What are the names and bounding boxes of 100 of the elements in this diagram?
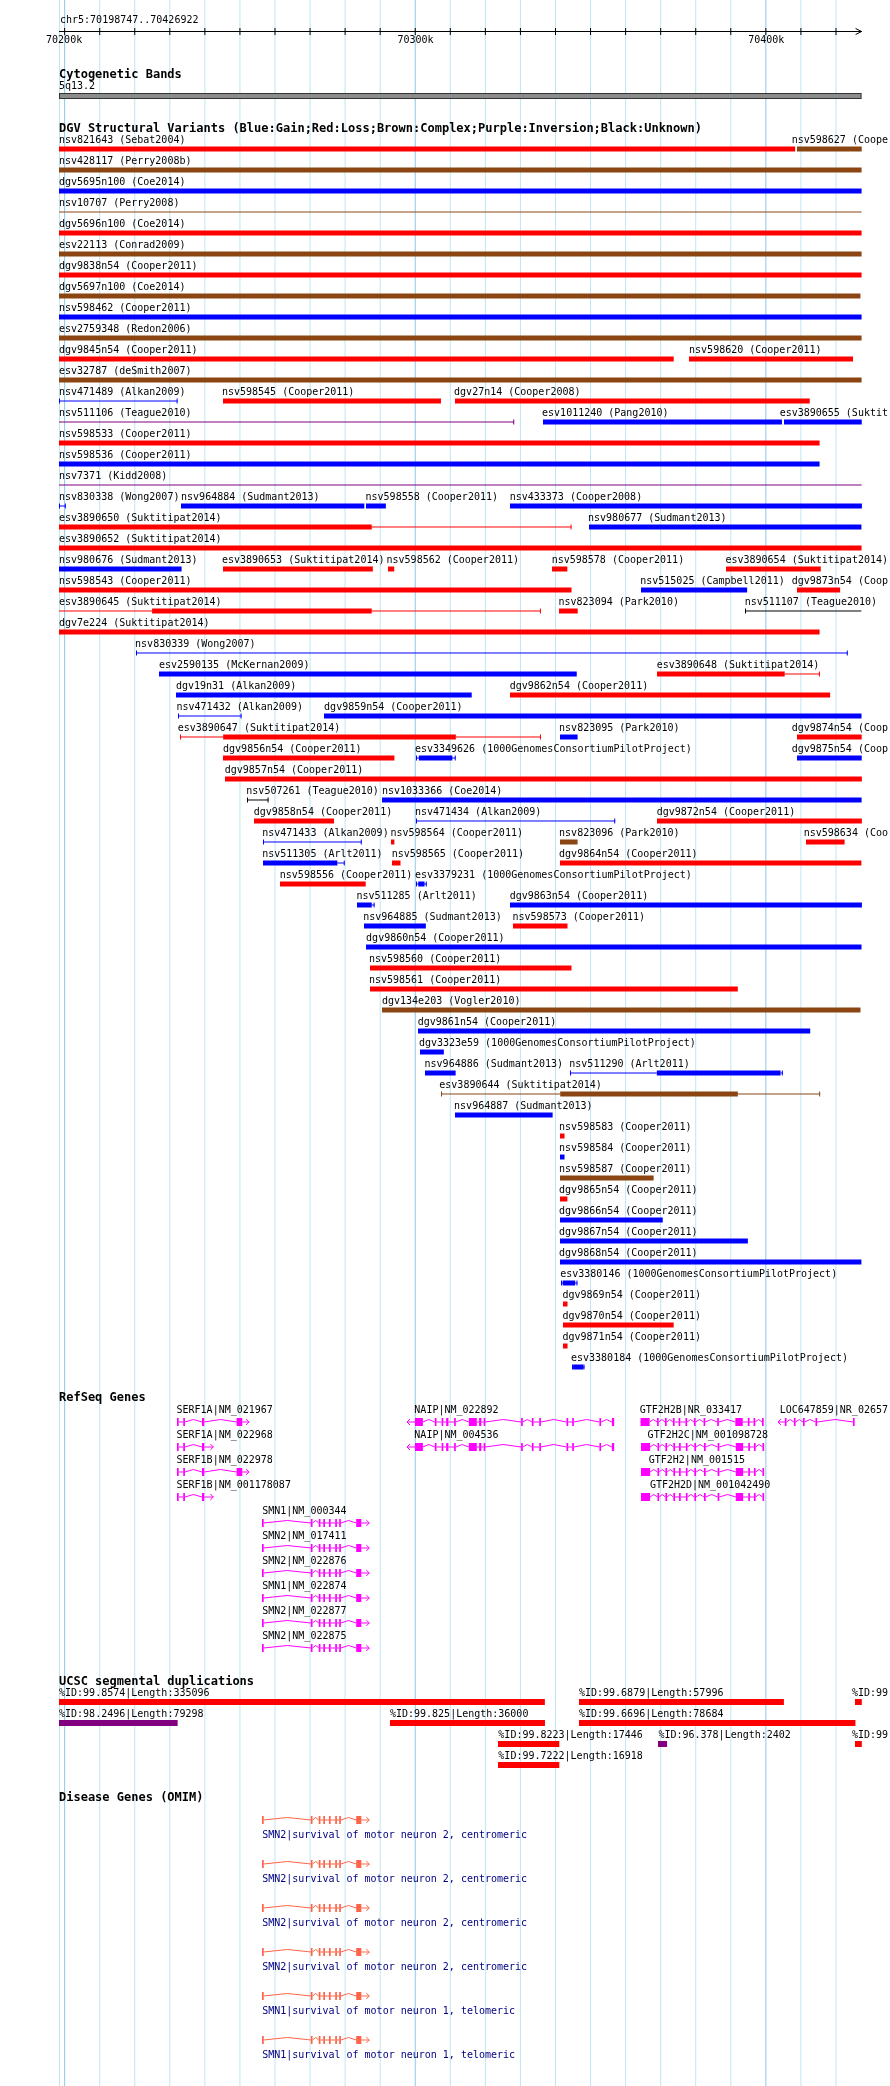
disease-gene-label: SMN2|survival of motor neuron 2, centromeric [262,1873,528,1885]
variant-label: nsv7371 (Kidd2008) [59,470,168,482]
duplication-label: %ID:99 [851,1687,888,1699]
variant-label: esv1011240 (Pang2010) [542,407,669,419]
variant-label: dgv9865n54 (Cooper2011) [559,1184,698,1196]
variant-label: nsv433373 (Cooper2008) [509,491,643,503]
variant-label: dgv9867n54 (Cooper2011) [559,1226,698,1238]
variant-label: dgv9872n54 (Cooper2011) [656,806,796,818]
variant-label: dgv9866n54 (Cooper2011) [559,1205,698,1217]
variant-label: nsv511107 (Teague2010) [744,596,878,608]
variant-label: nsv598562 (Cooper2011) [386,554,519,566]
variant-label: nsv598536 (Cooper2011) [59,449,192,461]
variant-label: dgv9871n54 (Cooper2011) [562,1331,701,1343]
variant-label: esv3890648 (Suktitipat2014) [656,659,820,671]
variant-label: nsv428117 (Perry2008b) [59,155,192,167]
variant-label: dgv9845n54 (Cooper2011) [59,344,198,356]
variant-label: dgv9870n54 (Cooper2011) [562,1310,701,1322]
track-heading: DGV Structural Variants (Blue:Gain;Red:Loss;Brown:Complex;Purple:Inversion;Black:Unknown) [59,121,702,135]
variant-label: dgv9863n54 (Cooper2011) [509,890,649,902]
duplication-label: %ID:99.825|Length:36000 [389,1708,529,1720]
variant-label: dgv134e203 (Vogler2010) [382,995,521,1007]
disease-gene-label: SMN1|survival of motor neuron 1, telomeric [262,2005,516,2017]
track-heading: Disease Genes (OMIM) [59,1790,204,1804]
variant-label: nsv964885 (Sudmant2013) [363,911,502,923]
gene-label: SERF1B|NM_001178087 [176,1479,291,1491]
gene-label: SMN2|NM_022876 [262,1555,347,1567]
variant-label: dgv9860n54 (Cooper2011) [366,932,505,944]
variant-label: dgv9869n54 (Cooper2011) [562,1289,701,1301]
variant-label: esv3890650 (Suktitipat2014) [59,512,222,524]
gene-label: SMN2|NM_022877 [262,1605,347,1617]
variant-label: nsv598545 (Cooper2011) [221,386,355,398]
gene-label: SMN2|NM_017411 [262,1530,347,1542]
variant-label: dgv9868n54 (Cooper2011) [559,1247,698,1259]
gene-label: SMN1|NM_000344 [262,1505,347,1517]
variant-label: nsv823095 (Park2010) [559,722,680,734]
variant-label: dgv9875n54 (Coop [791,743,888,755]
variant-label: esv3379231 (1000GenomesConsortiumPilotProject) [414,869,692,881]
duplication-label: %ID:99.6879|Length:57996 [578,1687,724,1699]
track-heading: UCSC segmental duplications [59,1674,255,1688]
variant-label: esv3890653 (Suktitipat2014) [221,554,385,566]
duplication-label: %ID:99.8223|Length:17446 [498,1729,643,1741]
variant-label: dgv9838n54 (Cooper2011) [59,260,198,272]
variant-label: esv3380184 (1000GenomesConsortiumPilotProject) [571,1352,848,1364]
variant-label: nsv507261 (Teague2010) [246,785,379,797]
variant-label: dgv7e224 (Suktitipat2014) [59,617,210,629]
variant-label: dgv5695n100 (Coe2014) [59,176,186,188]
gene-label: GTF2H2|NM_001515 [648,1454,746,1466]
variant-label: nsv471434 (Alkan2009) [414,806,542,818]
variant-label: nsv830339 (Wong2007) [135,638,256,650]
variant-label: dgv9862n54 (Cooper2011) [509,680,649,692]
variant-label: nsv598620 (Cooper2011) [689,344,822,356]
variant-label: nsv964884 (Sudmant2013) [181,491,320,503]
axis-tick-label: 70300k [397,34,434,46]
variant-label: dgv5697n100 (Coe2014) [59,281,186,293]
variant-label: nsv598558 (Cooper2011) [365,491,498,503]
duplication-label: %ID:96.378|Length:2402 [658,1729,791,1741]
variant-label: dgv9858n54 (Cooper2011) [253,806,393,818]
variant-label: nsv598627 (Coope [791,134,888,146]
disease-gene-label: SMN2|survival of motor neuron 2, centromeric [262,1917,528,1929]
disease-gene-label: SMN2|survival of motor neuron 2, centromeric [262,1829,528,1841]
variant-label: nsv515025 (Campbell2011) [640,575,785,587]
variant-label: nsv980677 (Sudmant2013) [588,512,727,524]
duplication-label: %ID:98.2496|Length:79298 [59,1708,204,1720]
variant-label: esv22113 (Conrad2009) [59,239,186,251]
variant-label: nsv471432 (Alkan2009) [176,701,303,713]
variant-label: nsv964886 (Sudmant2013) [424,1058,564,1070]
disease-gene-label: SMN1|survival of motor neuron 1, telomeric [262,2049,516,2061]
variant-label: nsv598573 (Cooper2011) [512,911,645,923]
gene-label: NAIP|NM_004536 [414,1429,499,1441]
variant-label: nsv471433 (Alkan2009) [262,827,389,839]
gene-label: SMN2|NM_022875 [262,1630,347,1642]
variant-label: nsv598583 (Cooper2011) [559,1121,692,1133]
variant-label: nsv598565 (Cooper2011) [391,848,525,860]
duplication-label: %ID:99.7222|Length:16918 [498,1750,643,1762]
variant-label: nsv598634 (Coo [803,827,888,839]
variant-label: nsv964887 (Sudmant2013) [454,1100,593,1112]
gene-label: SMN1|NM_022874 [262,1580,347,1592]
variant-label: dgv5696n100 (Coe2014) [59,218,186,230]
variant-label: nsv1033366 (Coe2014) [382,785,503,797]
variant-label: nsv598533 (Cooper2011) [59,428,192,440]
duplication-label: %ID:99.6696|Length:78684 [578,1708,724,1720]
variant-label: nsv980676 (Sudmant2013) [59,554,198,566]
variant-label: nsv471489 (Alkan2009) [59,386,186,398]
gene-label: GTF2H2D|NM_001042490 [649,1479,771,1491]
variant-label: nsv511290 (Arlt2011) [569,1058,690,1070]
coordinate-range: chr5:70198747..70426922 [60,14,199,26]
variant-label: dgv9861n54 (Cooper2011) [417,1016,557,1028]
cytoband-label: 5q13.2 [59,80,96,92]
gene-label: SERF1B|NM_022978 [176,1454,273,1466]
track-heading: RefSeq Genes [59,1390,146,1404]
variant-label: esv2759348 (Redon2006) [59,323,192,335]
variant-label: esv3349626 (1000GenomesConsortiumPilotProject) [414,743,692,755]
variant-label: nsv598578 (Cooper2011) [551,554,685,566]
variant-label: nsv511285 (Arlt2011) [356,890,477,902]
variant-label: dgv9864n54 (Cooper2011) [559,848,698,860]
disease-gene-label: SMN2|survival of motor neuron 2, centromeric [262,1961,528,1973]
variant-label: nsv511106 (Teague2010) [59,407,192,419]
variant-label: nsv823094 (Park2010) [558,596,679,608]
variant-label: esv3890655 (Suktit [779,407,888,419]
variant-label: nsv598561 (Cooper2011) [368,974,502,986]
